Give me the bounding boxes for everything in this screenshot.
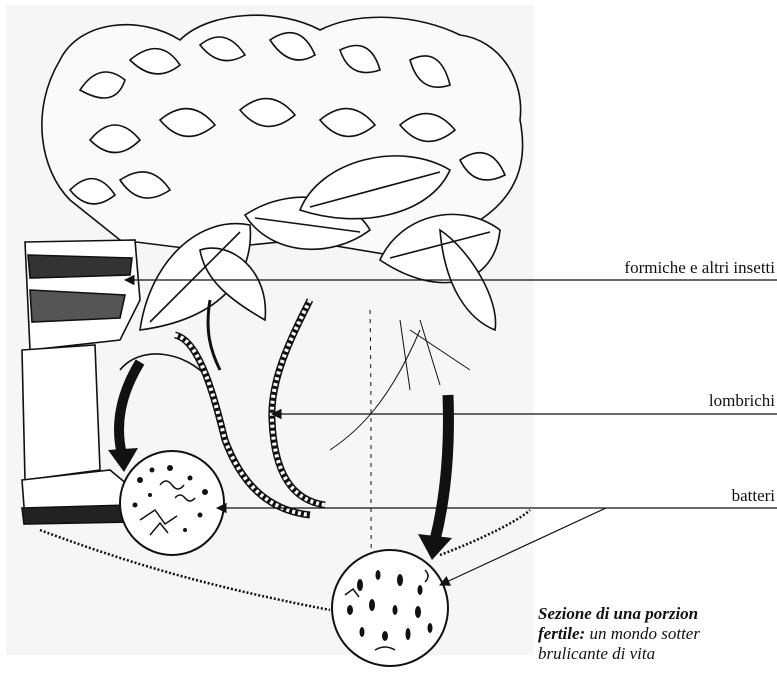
caption-line2-rest: un mondo sotter <box>585 624 700 643</box>
caption-line1: Sezione di una porzion <box>538 604 698 623</box>
label-earthworms: lombrichi <box>709 391 775 411</box>
figure-caption: Sezione di una porzion fertile: un mondo… <box>538 604 777 675</box>
caption-line3: brulicante di vita <box>538 644 655 663</box>
label-bacteria: batteri <box>732 486 775 506</box>
caption-line2-bold: fertile: <box>538 624 585 643</box>
label-insects: formiche e altri insetti <box>624 258 775 278</box>
bacteria-circle-left <box>120 451 224 555</box>
bacteria-circle-bottom <box>332 550 448 666</box>
